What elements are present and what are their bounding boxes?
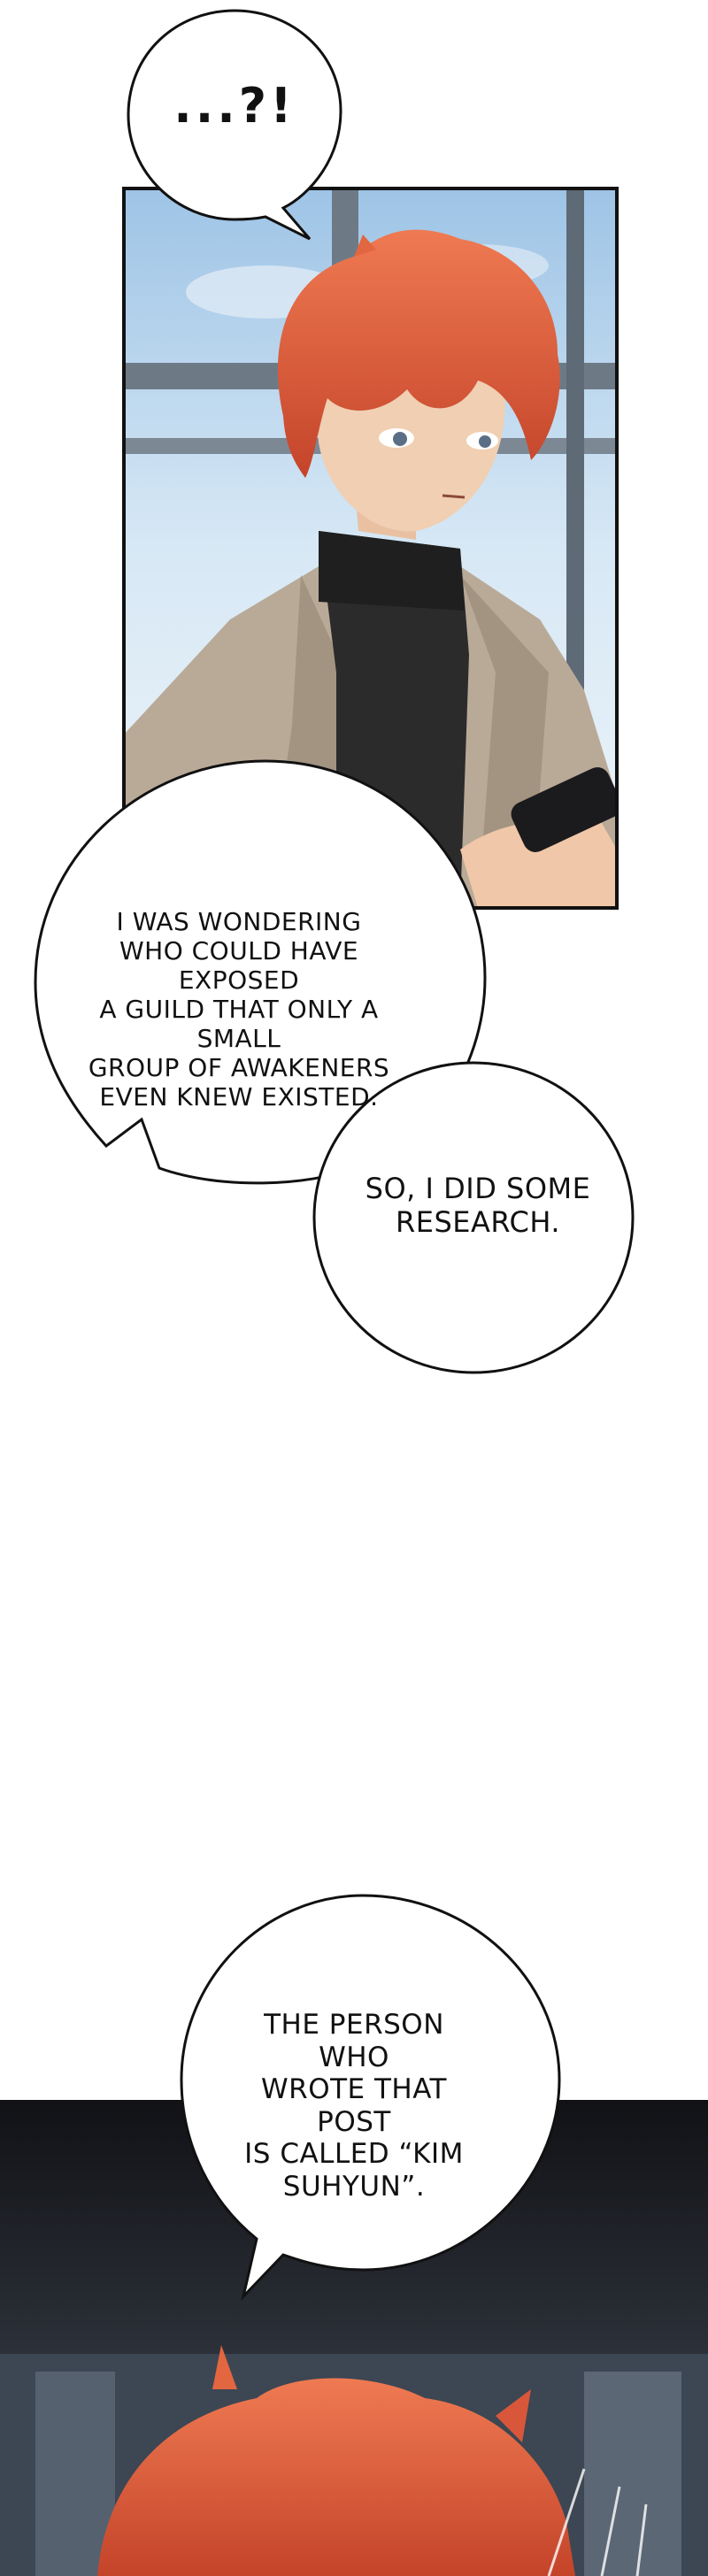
exclamation-bubble-text: ...?!: [173, 78, 296, 134]
bubble-3-text: SO, I DID SOME RESEARCH.: [350, 1172, 606, 1240]
bubble-2-line: I WAS WONDERING: [116, 907, 362, 936]
bubble-4-line: THE PERSON WHO: [264, 2009, 444, 2073]
bubble-3-line: RESEARCH.: [395, 1204, 561, 1239]
bubble-2-line: EVEN KNEW EXISTED.: [99, 1082, 379, 1112]
bubble-3-line: SO, I DID SOME: [365, 1172, 591, 1205]
bubble-4-text: THE PERSON WHO WROTE THAT POST IS CALLED…: [226, 2009, 482, 2203]
bubble-4-line: SUHYUN”.: [282, 2170, 426, 2203]
bubble-4-line: WROTE THAT POST: [261, 2073, 447, 2138]
speech-bubbles: [34, 9, 635, 2301]
bubble-2-line: A GUILD THAT ONLY A SMALL: [99, 995, 379, 1054]
bubble-4-line: IS CALLED “KIM: [244, 2138, 464, 2171]
bubble-2-line: GROUP OF AWAKENERS: [88, 1053, 390, 1083]
panel-1: [124, 188, 617, 908]
bubble-2-text: I WAS WONDERING WHO COULD HAVE EXPOSED A…: [71, 907, 407, 1111]
bubble-2-line: WHO COULD HAVE EXPOSED: [119, 936, 359, 996]
